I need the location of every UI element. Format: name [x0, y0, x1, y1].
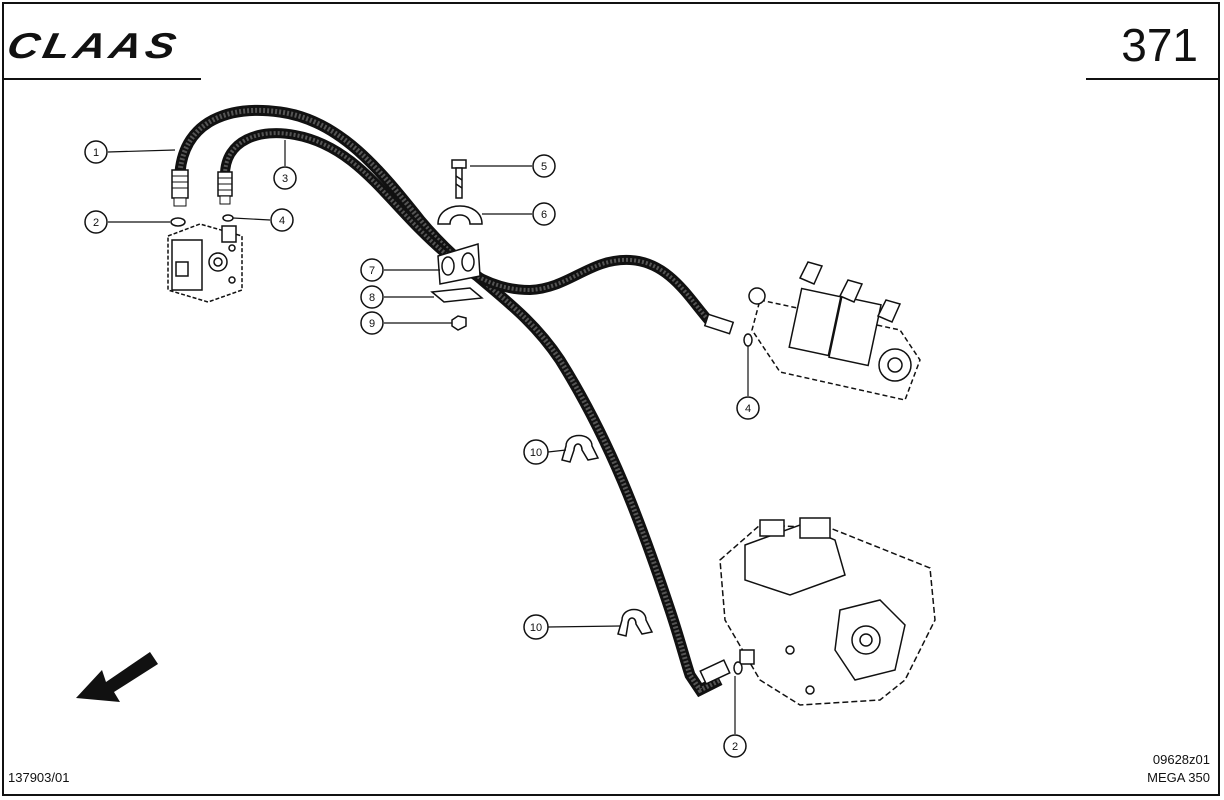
logo-underline [4, 78, 201, 80]
nut-9 [451, 315, 467, 331]
callout-10-upper: 10 [530, 447, 542, 459]
callout-10-lower: 10 [530, 622, 542, 634]
clamp-block-7 [437, 243, 481, 285]
hydraulic-pump-bottom [699, 517, 936, 706]
model-name: MEGA 350 [1147, 770, 1210, 785]
bolt-5 [451, 159, 467, 199]
callout-1: 1 [93, 147, 99, 159]
callout-2-bottom: 2 [732, 741, 738, 753]
direction-arrow [76, 652, 158, 702]
page-number-underline [1086, 78, 1220, 80]
callout-3: 3 [282, 173, 288, 185]
leader-lines [107, 140, 749, 734]
callout-7: 7 [369, 265, 375, 277]
hose-fitting-left-1 [171, 169, 189, 207]
o-ring-4-left [222, 214, 234, 222]
gear-pump-right [703, 261, 921, 401]
hose-1 [174, 104, 723, 698]
hose-fitting-left-3 [217, 171, 233, 205]
callout-8: 8 [369, 292, 375, 304]
pipe-clamp-10-lower [617, 608, 654, 637]
callout-circles [84, 140, 760, 758]
callout-9: 9 [369, 318, 375, 330]
page-number: 371 [1121, 19, 1198, 71]
callout-4-left: 4 [279, 215, 285, 227]
callout-6: 6 [541, 209, 547, 221]
drawing-code: 137903/01 [8, 770, 70, 785]
callout-2-left: 2 [93, 217, 99, 229]
o-ring-2-left [170, 217, 186, 227]
clamp-cover-6 [437, 205, 483, 225]
callout-4-right: 4 [745, 403, 751, 415]
callout-5: 5 [541, 161, 547, 173]
pipe-clamp-10-upper [561, 434, 600, 463]
figure-code: 09628z01 [1152, 752, 1210, 767]
plate-8 [430, 287, 484, 303]
valve-block-left [167, 223, 243, 303]
